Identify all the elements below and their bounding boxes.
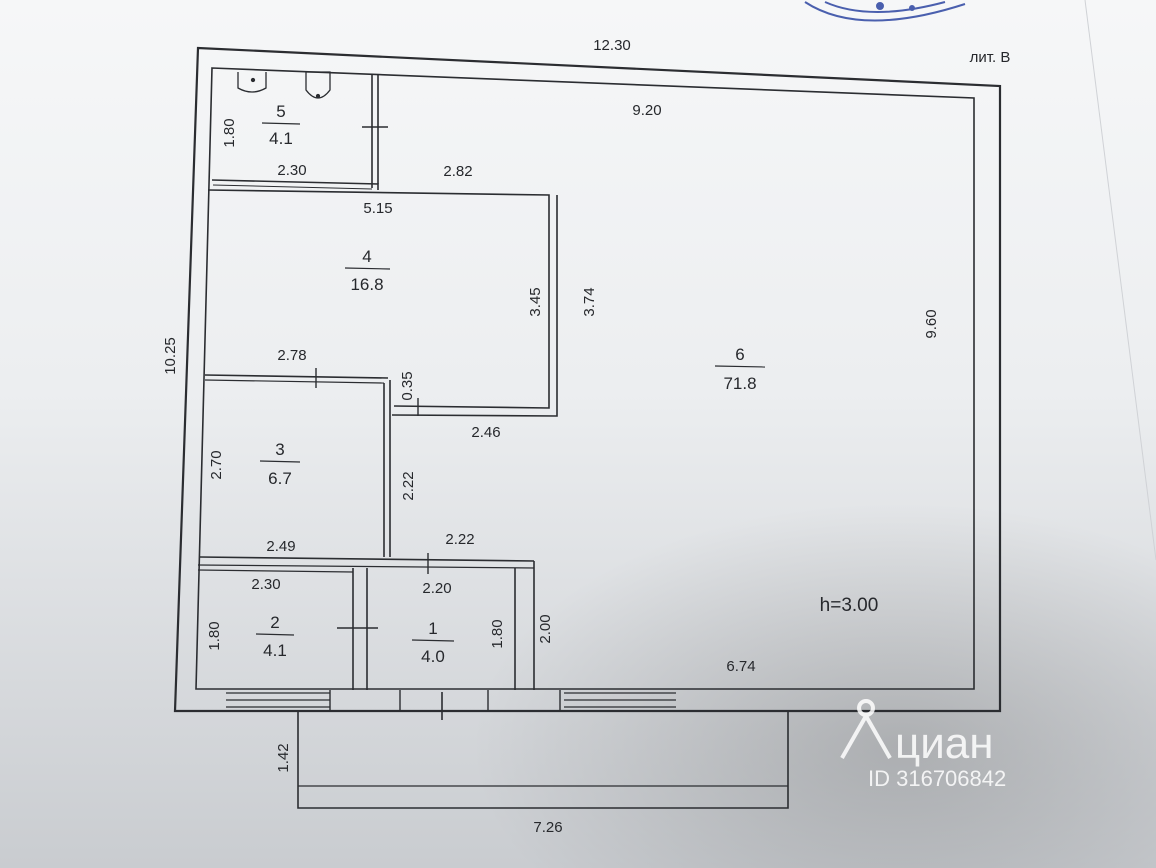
walls — [173, 46, 1002, 720]
room5-wall-inner — [212, 184, 373, 190]
paper-edge-line — [1084, 0, 1156, 561]
building-label: лит. В — [970, 49, 1011, 66]
dim-room1-side: 1.80 — [489, 619, 506, 648]
dim-room2-top: 2.30 — [251, 576, 280, 593]
dim-room4-right: 3.45 — [527, 287, 544, 316]
dim-room4-bottom: 2.78 — [277, 347, 306, 364]
cian-watermark: циан ID 316706842 — [840, 699, 1006, 791]
dim-room3-side: 2.70 — [208, 450, 225, 479]
room3-bottom-wall-b — [197, 564, 535, 569]
dim-room5-bottom: 2.30 — [277, 162, 306, 179]
room5-number: 5 — [276, 102, 285, 121]
dim-porch-height: 1.42 — [275, 743, 292, 772]
paper-shadow — [300, 380, 1156, 868]
room5-area: 4.1 — [269, 129, 293, 148]
room2-top — [197, 569, 354, 573]
dim-room4-top: 5.15 — [363, 200, 392, 217]
dim-room3-bottom: 2.49 — [266, 538, 295, 555]
toilet-icon — [305, 71, 331, 99]
room4-number: 4 — [362, 247, 371, 266]
dim-room6-bottom: 6.74 — [726, 658, 755, 675]
windows — [226, 692, 676, 708]
dim-total-height: 10.25 — [162, 337, 179, 375]
dim-corridor-side: 2.22 — [400, 471, 417, 500]
room6-number: 6 — [735, 345, 744, 364]
room2-number: 2 — [270, 613, 279, 632]
dim-room4-top-offset: 2.82 — [443, 163, 472, 180]
dim-room1-right: 2.00 — [537, 614, 554, 643]
room4-area: 16.8 — [350, 275, 383, 294]
dim-corridor-bottom: 2.46 — [471, 424, 500, 441]
room4-wall-outer — [391, 195, 558, 417]
room3-bottom-wall — [199, 556, 535, 562]
room3-area: 6.7 — [268, 469, 292, 488]
room4-bottom-wall-b — [204, 379, 385, 384]
watermark-brand: циан — [895, 719, 994, 768]
dim-room6-top: 9.20 — [632, 102, 661, 119]
room1-number: 1 — [428, 619, 437, 638]
window-room6 — [564, 692, 676, 708]
watermark-id: ID 316706842 — [868, 766, 1006, 791]
room4-bottom-wall — [204, 374, 389, 379]
dim-porch-width: 7.26 — [533, 819, 562, 836]
dim-room2-side: 1.80 — [206, 621, 223, 650]
dim-room6-right: 9.60 — [923, 309, 940, 338]
dim-room5-side: 1.80 — [221, 118, 238, 147]
room1-area: 4.0 — [421, 647, 445, 666]
sink-icon — [237, 72, 267, 93]
cian-logo-icon — [840, 699, 892, 759]
bathroom-fixtures — [237, 71, 331, 99]
room4-wall — [207, 189, 550, 409]
room6-area: 71.8 — [723, 374, 756, 393]
dim-room1-top: 2.20 — [422, 580, 451, 597]
dim-room6-wall-a: 3.74 — [581, 287, 598, 316]
window-room2 — [226, 692, 330, 708]
room2-area: 4.1 — [263, 641, 287, 660]
room3-number: 3 — [275, 440, 284, 459]
ceiling-height: h=3.00 — [820, 595, 879, 616]
dim-total-width: 12.30 — [593, 37, 631, 54]
fraction-lines — [255, 122, 766, 642]
porch — [297, 712, 789, 809]
stamp — [804, 1, 966, 22]
inner-wall-outline — [195, 67, 975, 690]
outer-wall-outline — [173, 46, 1002, 713]
dim-room4-step: 0.35 — [399, 371, 416, 400]
dim-corridor-top: 2.22 — [445, 531, 474, 548]
